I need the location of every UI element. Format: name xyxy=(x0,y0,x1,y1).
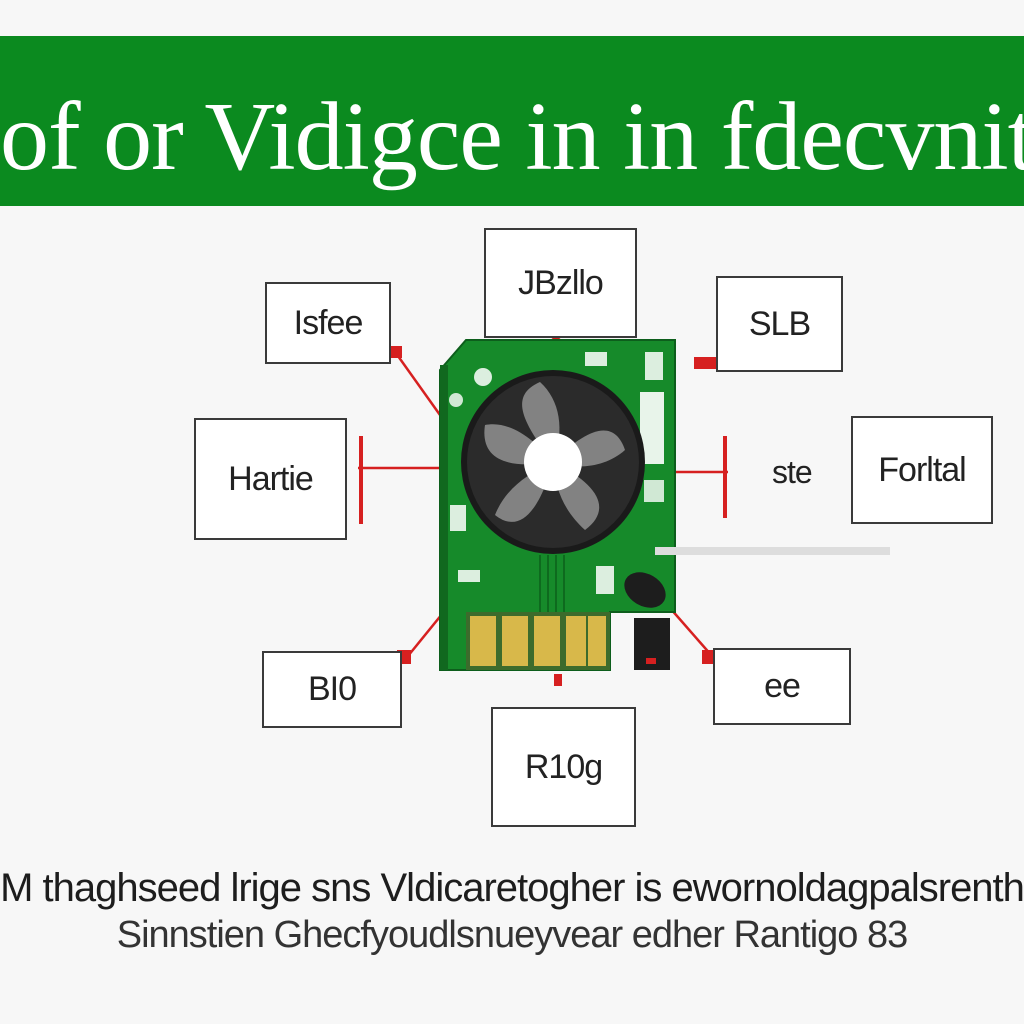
label-bottom-right: ee xyxy=(713,648,851,725)
pcb-pad xyxy=(585,352,607,366)
pcb-pad xyxy=(450,505,466,531)
label-bottom-center: R10g xyxy=(491,707,636,827)
pcb-pad xyxy=(458,570,480,582)
label-middle-left: Hartie xyxy=(194,418,347,540)
label-top-center: JBzllo xyxy=(484,228,637,338)
marker-middle-right-tick xyxy=(723,436,727,518)
pcb-traces xyxy=(539,555,565,612)
cooling-fan xyxy=(461,370,645,554)
pcb-capacitor xyxy=(474,368,492,386)
marker-top-right xyxy=(694,357,718,369)
marker-top-left xyxy=(390,346,402,358)
label-top-left: Isfee xyxy=(265,282,391,364)
fan-hub xyxy=(524,433,582,491)
leader-top-left xyxy=(396,355,442,416)
caption-line-2: Sinnstien Ghecfyoudlsnueyvear edher Rant… xyxy=(116,914,909,956)
power-connector xyxy=(624,572,670,670)
marker-bottom-center xyxy=(554,674,562,686)
leader-bottom-right xyxy=(669,607,713,657)
cable-plug xyxy=(624,572,666,608)
marker-bottom-right xyxy=(702,650,716,664)
pcb-capacitor xyxy=(449,393,463,407)
marker-middle-left-tick xyxy=(359,436,363,524)
pcb-pad xyxy=(644,480,664,502)
label-top-right: SLB xyxy=(716,276,843,372)
connector-pin xyxy=(566,616,586,666)
connector-pin xyxy=(534,616,560,666)
pcb-pad xyxy=(596,566,614,594)
board-edge-strip xyxy=(440,365,448,670)
edge-connector xyxy=(466,612,610,670)
connector-pin xyxy=(502,616,528,666)
banner-title: of or Vidigce in in fdecvnito xyxy=(0,83,1024,191)
title-banner: of or Vidigce in in fdecvnito xyxy=(0,36,1024,206)
shadow-strip xyxy=(655,547,890,555)
label-middle-right-plain: ste xyxy=(772,454,813,490)
connector-pin xyxy=(588,616,606,666)
caption-line-1: M thaghseed lrige sns Vldicaretogher is … xyxy=(0,866,1024,910)
pcb-pad xyxy=(645,352,663,380)
label-bottom-left: BI0 xyxy=(262,651,402,728)
label-middle-right: Forltal xyxy=(851,416,993,524)
connector-pin xyxy=(470,616,496,666)
leader-markers xyxy=(359,328,727,686)
